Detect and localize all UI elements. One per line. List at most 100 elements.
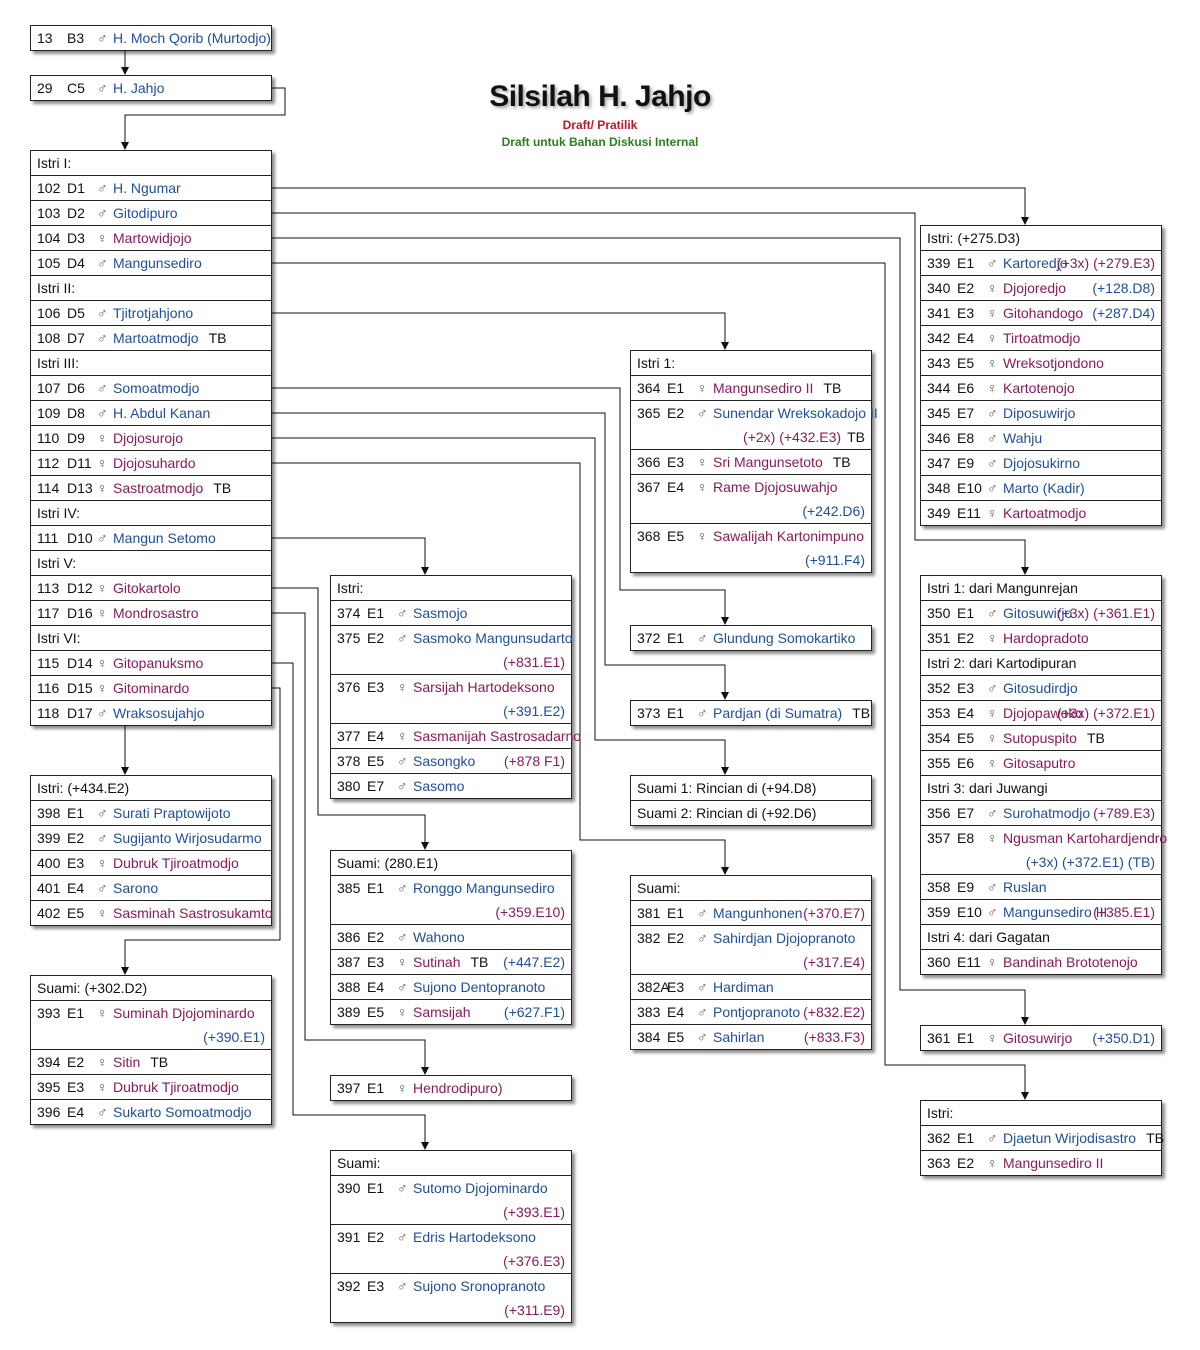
generation-code: E7 xyxy=(367,778,385,794)
spouse-reference: (+287.D4) xyxy=(1092,305,1155,321)
tb-marker: TB xyxy=(823,380,842,396)
generation-code: E3 xyxy=(367,1278,385,1294)
spouse-reference: (+350.D1) xyxy=(1092,1030,1155,1046)
male-symbol-icon: ♂ xyxy=(97,805,108,821)
generation-code: D4 xyxy=(67,255,85,271)
female-symbol-icon: ♀ xyxy=(987,505,998,521)
male-symbol-icon: ♂ xyxy=(987,480,998,496)
person-number: 375 xyxy=(337,630,361,646)
spouse-reference: (+376.E3) xyxy=(503,1253,565,1269)
male-symbol-icon: ♂ xyxy=(697,705,708,721)
generation-code: E9 xyxy=(957,455,975,471)
person-number: 344 xyxy=(927,380,951,396)
male-symbol-icon: ♂ xyxy=(397,979,408,995)
generation-code: D2 xyxy=(67,205,85,221)
person-number: 380 xyxy=(337,778,361,794)
person-name: Sutopuspito xyxy=(1003,730,1077,746)
person-name: Martowidjojo xyxy=(113,230,192,246)
person-row[interactable]: 382AE3♂Hardiman xyxy=(631,975,871,1000)
person-number: 397 xyxy=(337,1080,361,1096)
